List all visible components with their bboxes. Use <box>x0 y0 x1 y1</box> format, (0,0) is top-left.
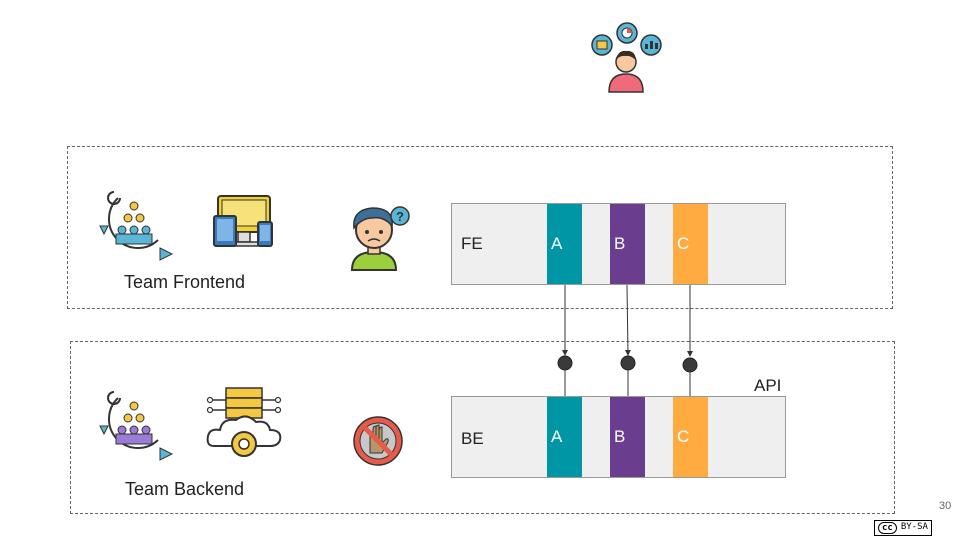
backend-layer: BE A B C <box>451 396 786 478</box>
api-label: API <box>754 376 782 395</box>
license-badge: cc BY-SA <box>874 520 932 536</box>
backend-column-b-label: B <box>614 427 626 446</box>
frontend-column-a-label: A <box>551 234 563 253</box>
backend-column-a-label: A <box>551 427 563 446</box>
frontend-layer: FE A B C <box>451 203 786 285</box>
backend-team-label: Team Backend <box>125 479 245 499</box>
license-text: BY-SA <box>900 522 928 532</box>
svg-text:?: ? <box>396 209 404 224</box>
connector-b <box>624 284 631 356</box>
api-socket-c <box>682 357 698 373</box>
frontend-column-a: A <box>547 204 582 284</box>
frontend-column-b-label: B <box>614 234 626 253</box>
backend-layer-label: BE <box>461 429 484 448</box>
api-socket-b <box>620 355 636 371</box>
frontend-column-b: B <box>610 204 645 284</box>
frontend-layer-label: FE <box>461 234 483 253</box>
backend-column-a: A <box>547 397 582 477</box>
page-number: 30 <box>939 500 952 512</box>
frontend-column-c-label: C <box>677 234 690 253</box>
frontend-column-c: C <box>673 204 708 284</box>
frontend-team-label: Team Frontend <box>124 272 246 292</box>
backend-column-c: C <box>673 397 708 477</box>
frontend-team-box <box>67 146 893 309</box>
backend-column-b: B <box>610 397 645 477</box>
backend-team-box <box>70 341 895 514</box>
cc-icon: cc <box>878 522 897 534</box>
api-socket-a <box>557 355 573 371</box>
backend-column-c-label: C <box>677 427 690 446</box>
